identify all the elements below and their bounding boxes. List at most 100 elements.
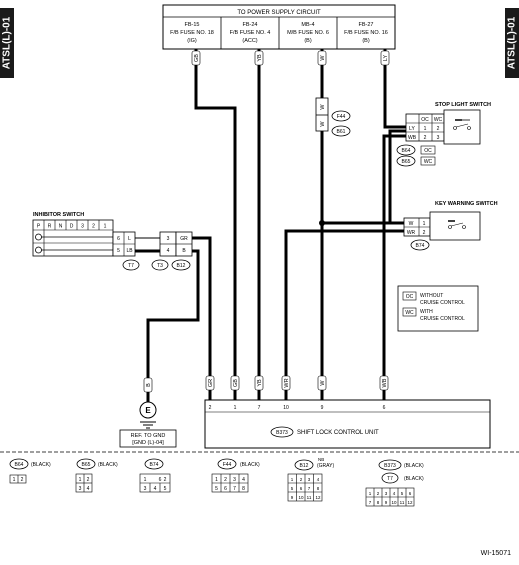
fuse-2-code: FB-24 [243,22,258,28]
b12-wire-b: B [182,248,186,254]
cv-f44-cell5: 5 [215,486,218,492]
inhibitor-pos-3: 3 [81,224,84,230]
b65-code-wc: WC [424,159,433,165]
cv-b12-cell1: 1 [291,477,294,482]
stop-light-r2c2: 3 [437,135,440,141]
stop-light-col-oc: OC [421,117,429,123]
wire-w-stoplight [322,129,406,225]
cv-b12-cell4: 4 [317,477,320,482]
cv-t7-cell7: 7 [369,500,372,505]
key-warning-wire-wr: WR [407,230,416,236]
tag-yb-top: YB [257,54,263,62]
ground-ref-line2: [GND (L)-04] [132,440,164,446]
unit-pin-wr: 10 [283,405,289,411]
key-warning-pin2: 2 [423,230,426,236]
legend-oc-line2: CRUISE CONTROL [420,300,465,306]
wire-gb [194,49,237,400]
shift-lock-control-unit: 2 1 7 10 9 6 B373 SHIFT LOCK CONTROL UNI… [204,399,491,449]
tag-w-bottom: W [320,380,326,386]
wires [135,49,406,400]
b64-code-oc: OC [424,148,432,154]
cv-f44-cell2: 2 [224,477,227,483]
cv-f44-cell3: 3 [233,477,236,483]
tag-gr-bottom: GR [208,379,214,387]
label-t7: T7 [128,263,134,269]
connector-view-b12: NB B12 (GRAY) 1 2 3 4 5 6 7 8 9 10 11 12 [287,457,334,502]
fuse-1-type: (IG) [187,38,197,44]
stop-light-r2c1: 2 [424,135,427,141]
cv-b12-cell2: 2 [300,477,303,482]
tag-w-f44: W [320,104,326,110]
wire-wr [284,229,404,400]
inhibitor-pos-d: D [70,224,74,230]
connector-view-b64: B64 (BLACK) 1 2 [9,458,51,484]
tag-ly-top: LY [383,55,389,62]
cv-b12-cell8: 8 [317,486,320,491]
inhibitor-pos-p: P [37,224,41,230]
fuse-3-name: M/B FUSE NO. 6 [287,30,329,36]
label-b74: B74 [416,243,425,249]
junction-dot [319,220,325,226]
stop-light-r1c1: 1 [424,126,427,132]
cv-b12-cell7: 7 [308,486,311,491]
cv-b12-cell5: 5 [291,486,294,491]
cv-b12-note: NB [318,457,324,462]
cv-f44-cell7: 7 [233,486,236,492]
connector-view-b74: B74 1 2 3 4 5 6 [139,458,171,493]
cv-t7-cell2: 2 [377,491,380,496]
cv-t7-code: T7 [387,476,393,482]
cv-t7-cell10: 10 [391,500,397,505]
label-b373: B373 [276,430,288,436]
cv-f44-cell4: 4 [242,477,245,483]
t3-pin3: 3 [167,236,170,242]
key-warning-title: KEY WARNING SWITCH [435,201,498,207]
fuse-4-name: F/B FUSE NO. 16 [344,30,388,36]
inhibitor-pos-r: R [48,224,52,230]
cv-b74-cell1: 1 [144,477,147,483]
cv-b12-cell6: 6 [300,486,303,491]
inhibitor-switch: INHIBITOR SWITCH P R N D 3 2 1 6 L 5 LB … [32,212,193,271]
key-warning-switch: KEY WARNING SWITCH W 1 WR 2 B74 [403,201,498,251]
stop-light-col-wc: WC [434,117,443,123]
cv-f44-desc: (BLACK) [240,462,260,468]
cruise-legend: OC WITHOUT CRUISE CONTROL WC WITH CRUISE… [397,285,479,332]
cv-b12-cell10: 10 [298,495,304,500]
cv-b65-code: B65 [82,462,91,468]
label-b65: B65 [402,159,411,165]
unit-pin-gb: 1 [234,405,237,411]
cv-b74-code: B74 [150,462,159,468]
cv-b74-cell6: 6 [159,477,162,483]
cv-b64-cell1: 1 [13,477,16,483]
cv-f44-code: F44 [223,462,232,468]
cv-t7-cell9: 9 [385,500,388,505]
fuse-2-type: (ACC) [242,38,257,44]
label-b61: B61 [337,129,346,135]
cv-t7-cell5: 5 [401,491,404,496]
tag-gb-top: GB [194,54,200,62]
cv-t7-cell4: 4 [393,491,396,496]
legend-oc-code: OC [406,294,414,300]
unit-pin-yb: 7 [258,405,261,411]
document-id: WI-15071 [480,550,511,557]
label-f44: F44 [337,114,346,120]
legend-wc-line1: WITH [420,309,433,315]
wire-color-tags-top: GB YB W LY [191,50,390,66]
tag-wr-bottom: WR [284,378,290,387]
section-tab-right: ATSL(L)-01 [505,8,519,78]
cv-b64-cell2: 2 [21,477,24,483]
power-supply-box: TO POWER SUPPLY CIRCUIT FB-15 F/B FUSE N… [162,4,396,50]
connector-view-b65: B65 (BLACK) 1 2 3 4 [75,458,118,493]
inhibitor-pos-1: 1 [104,224,107,230]
cv-b65-cell3: 3 [79,486,82,492]
fuse-1-name: F/B FUSE NO. 18 [170,30,214,36]
cv-t7-cell3: 3 [385,491,388,496]
key-warning-pin1: 1 [423,221,426,227]
unit-label: SHIFT LOCK CONTROL UNIT [297,430,379,436]
cv-b74-cell4: 4 [154,486,157,492]
label-b64: B64 [402,148,411,154]
ground-e-label: E [145,406,151,415]
cv-b373-desc: (BLACK) [404,463,424,469]
section-tab-left: ATSL(L)-01 [0,8,14,78]
connector-f44-b61: W W F44 B61 [315,97,351,137]
stop-light-r1c2: 2 [437,126,440,132]
